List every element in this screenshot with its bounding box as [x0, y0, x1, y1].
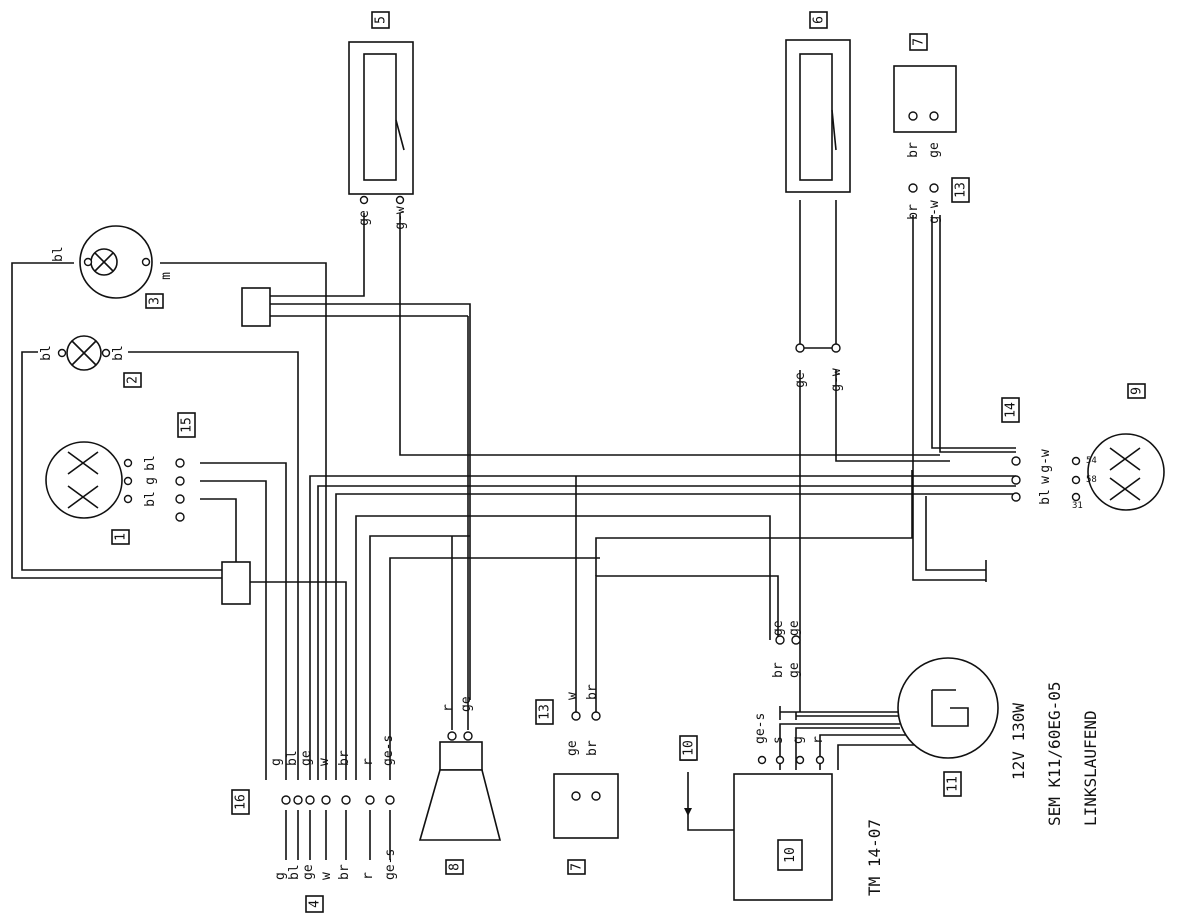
svg-text:br: br [337, 864, 352, 880]
svg-text:ge: ge [771, 620, 786, 636]
svg-text:54: 54 [1086, 456, 1097, 466]
wires [11, 200, 1016, 831]
harness-connector-16: 16 g bl ge w br r ge-s g bl ge w br r ge… [231, 735, 398, 913]
svg-text:bl: bl [143, 455, 158, 471]
svg-text:15: 15 [180, 417, 195, 433]
svg-text:bl: bl [1038, 489, 1053, 505]
svg-text:3: 3 [148, 297, 163, 305]
svg-text:2: 2 [126, 376, 141, 384]
svg-text:TM 14-07: TM 14-07 [865, 819, 884, 896]
svg-text:10: 10 [682, 740, 697, 756]
svg-text:5: 5 [374, 16, 389, 24]
svg-text:bl: bl [111, 345, 126, 361]
svg-text:ge: ge [357, 210, 372, 226]
component-15-label: 15 [177, 412, 196, 438]
svg-text:ge: ge [301, 864, 316, 880]
svg-text:g: g [143, 477, 158, 485]
svg-text:SEM K11/60EG-05: SEM K11/60EG-05 [1045, 682, 1064, 827]
svg-text:4: 4 [308, 900, 323, 908]
component-9-headlight: 54 58 31 9 [1071, 383, 1165, 511]
component-14-connector: 14 g-w w bl [1001, 397, 1053, 505]
svg-text:7: 7 [912, 38, 927, 46]
svg-text:ge-s: ge-s [753, 713, 768, 744]
svg-text:ge: ge [299, 750, 314, 766]
svg-text:ge: ge [565, 740, 580, 756]
junction-box-upper [241, 287, 271, 327]
svg-text:ge: ge [927, 142, 942, 158]
svg-text:ge: ge [787, 662, 802, 678]
svg-text:31: 31 [1072, 501, 1083, 511]
svg-text:s: s [771, 736, 786, 744]
svg-text:ge-s: ge-s [381, 735, 396, 766]
component-7-top: br ge br g-w 7 13 [893, 33, 970, 224]
component-5-switch: ge g-w 5 [348, 11, 414, 230]
svg-text:ge: ge [787, 620, 802, 636]
component-2-lamp: bl bl 2 [39, 335, 142, 388]
svg-text:r: r [361, 758, 376, 766]
svg-text:r: r [811, 736, 826, 744]
svg-text:8: 8 [448, 863, 463, 871]
svg-text:16: 16 [234, 794, 249, 810]
svg-text:LINKSLAUFEND: LINKSLAUFEND [1081, 710, 1100, 826]
svg-text:g: g [269, 758, 284, 766]
svg-text:bl: bl [39, 345, 54, 361]
svg-text:14: 14 [1004, 402, 1019, 418]
svg-text:1: 1 [114, 533, 129, 541]
svg-text:br: br [585, 740, 600, 756]
svg-text:bl: bl [285, 750, 300, 766]
svg-text:bl: bl [51, 246, 66, 262]
svg-text:58: 58 [1086, 475, 1097, 485]
svg-text:m: m [159, 272, 174, 280]
component-7-bottom: w br ge br 13 7 [535, 684, 619, 875]
svg-text:10: 10 [783, 847, 798, 863]
svg-text:w: w [1038, 476, 1053, 484]
component-1-headlight: bl g bl 1 [45, 441, 185, 545]
junction-box-lower [221, 561, 251, 605]
svg-text:w: w [565, 692, 580, 700]
svg-text:ge-s: ge-s [383, 849, 398, 880]
svg-text:11: 11 [946, 776, 961, 792]
svg-text:g-w: g-w [393, 206, 408, 230]
component-6-switch: ge g-w 6 [785, 11, 851, 392]
svg-text:w: w [319, 872, 334, 880]
svg-text:bl: bl [143, 491, 158, 507]
svg-text:r: r [441, 704, 456, 712]
svg-text:13: 13 [954, 182, 969, 198]
svg-text:br: br [585, 684, 600, 700]
svg-text:g-w: g-w [1038, 449, 1053, 473]
svg-text:g: g [273, 872, 288, 880]
svg-text:g-w: g-w [927, 200, 942, 224]
svg-text:br: br [906, 142, 921, 158]
svg-text:r: r [361, 872, 376, 880]
component-10-cdi: 10 10 ge-s s g r TM 14-07 [679, 713, 884, 901]
svg-text:12V 130W: 12V 130W [1009, 703, 1028, 780]
svg-text:9: 9 [1130, 387, 1145, 395]
svg-text:6: 6 [812, 16, 827, 24]
svg-text:7: 7 [570, 863, 585, 871]
svg-text:br: br [906, 204, 921, 220]
svg-text:ge: ge [793, 372, 808, 388]
svg-text:g-w: g-w [829, 368, 844, 392]
svg-text:w: w [317, 758, 332, 766]
svg-text:13: 13 [538, 704, 553, 720]
svg-text:g: g [791, 736, 806, 744]
svg-text:bl: bl [287, 864, 302, 880]
svg-text:br: br [771, 662, 786, 678]
svg-text:ge: ge [459, 696, 474, 712]
component-8-horn: r ge 8 [418, 696, 502, 875]
component-3-lamp: bl m 3 [51, 225, 174, 309]
component-12-generator: ge br ge ge 11 12V 130W SEM K11/60EG-05 … [771, 620, 1100, 826]
svg-text:br: br [337, 750, 352, 766]
